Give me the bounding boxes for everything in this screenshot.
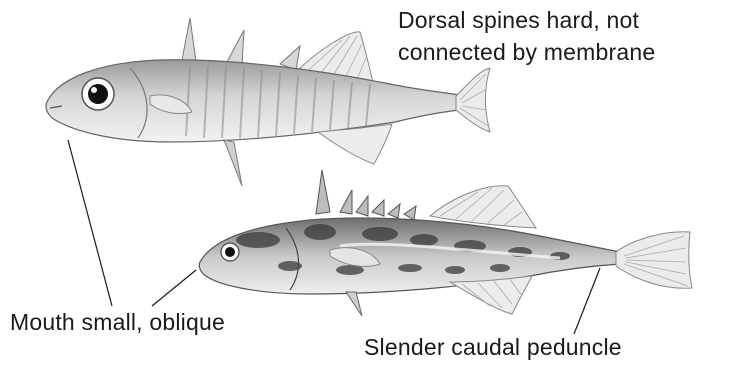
lower-pelvic-spine [346, 292, 362, 316]
label-dorsal-spines-line1: Dorsal spines hard, not [398, 6, 639, 34]
leader-peduncle [574, 268, 600, 334]
leader-mouth-lower [152, 270, 196, 306]
label-mouth: Mouth small, oblique [10, 308, 225, 336]
lower-dorsal-spines [316, 170, 416, 220]
label-dorsal-spines-line2: connected by membrane [398, 38, 655, 66]
upper-pelvic-spine [224, 140, 242, 186]
lower-anal-fin [450, 276, 532, 314]
lower-fish [199, 170, 692, 316]
lower-soft-dorsal-fin [430, 186, 536, 228]
upper-caudal-fin [456, 68, 490, 132]
label-caudal-peduncle: Slender caudal peduncle [364, 333, 622, 361]
leader-mouth-upper [68, 140, 112, 306]
